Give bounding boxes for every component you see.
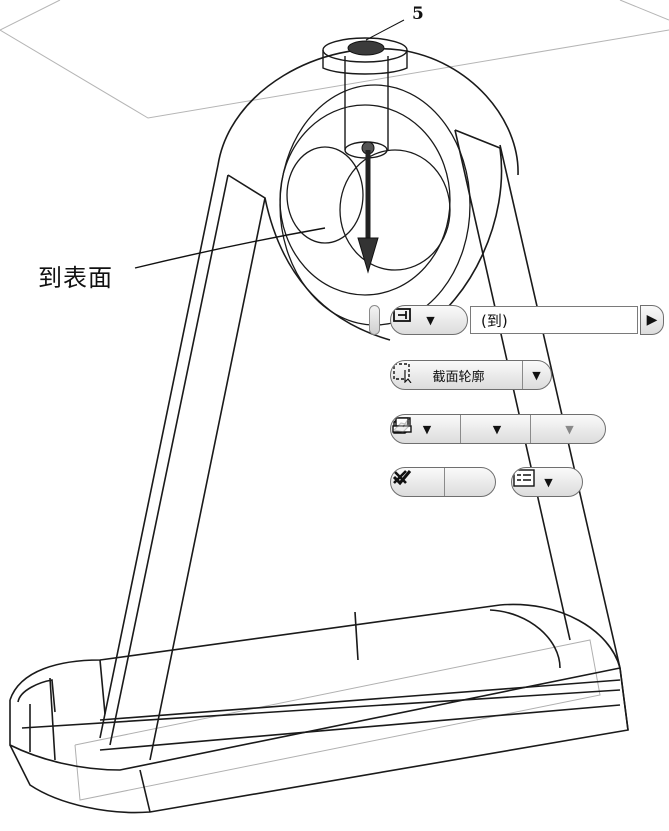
callout-leader: [134, 227, 326, 269]
operation-dropdown[interactable]: ▼: [392, 415, 531, 443]
direction-flip-icon: [392, 417, 412, 433]
extent-apply-button[interactable]: ▶: [640, 305, 664, 335]
base-outline-faint: [74, 639, 601, 801]
base-plate: [9, 603, 629, 814]
upright-support: [99, 48, 621, 761]
more-options-dropdown[interactable]: ▼: [511, 467, 583, 497]
chevron-down-icon: ▼: [426, 313, 435, 327]
options-list-icon: [513, 469, 535, 487]
profile-dropdown[interactable]: ▼: [523, 361, 550, 389]
extent-dropdown[interactable]: ▼: [390, 305, 468, 335]
profile-label: 截面轮廓: [432, 369, 485, 385]
top-boss: [322, 37, 408, 159]
bore-circles: [279, 84, 471, 326]
chevron-down-icon: ▼: [422, 422, 432, 436]
callout-to-surface: 到表面: [38, 264, 113, 292]
cancel-button[interactable]: [393, 468, 494, 496]
terminate-to-icon: [393, 308, 411, 322]
join-operation-icon: [392, 417, 412, 433]
ok-button[interactable]: [391, 468, 445, 496]
callout-item-number: 5: [412, 4, 424, 24]
select-profile-icon: [393, 363, 412, 383]
work-plane: [0, 0, 669, 119]
sketch-circle: [347, 40, 385, 56]
chevron-down-icon: ▼: [532, 368, 541, 382]
check-icon: [392, 470, 412, 486]
direction-dropdown[interactable]: ▼: [392, 415, 605, 443]
extent-value-field[interactable]: (到): [470, 306, 638, 334]
minitoolbar-grip[interactable]: [369, 305, 380, 335]
profile-button[interactable]: 截面轮廓 ▼: [390, 360, 552, 390]
play-arrow-icon: ▶: [646, 312, 658, 328]
extrude-direction-arrow: [357, 141, 379, 274]
commit-group: [390, 467, 496, 497]
chevron-down-icon: ▼: [565, 422, 574, 436]
chevron-down-icon: ▼: [544, 475, 553, 489]
close-icon: [393, 470, 407, 484]
chevron-down-icon: ▼: [492, 422, 502, 436]
options-group: ▼ ▼ ▼: [390, 414, 606, 444]
